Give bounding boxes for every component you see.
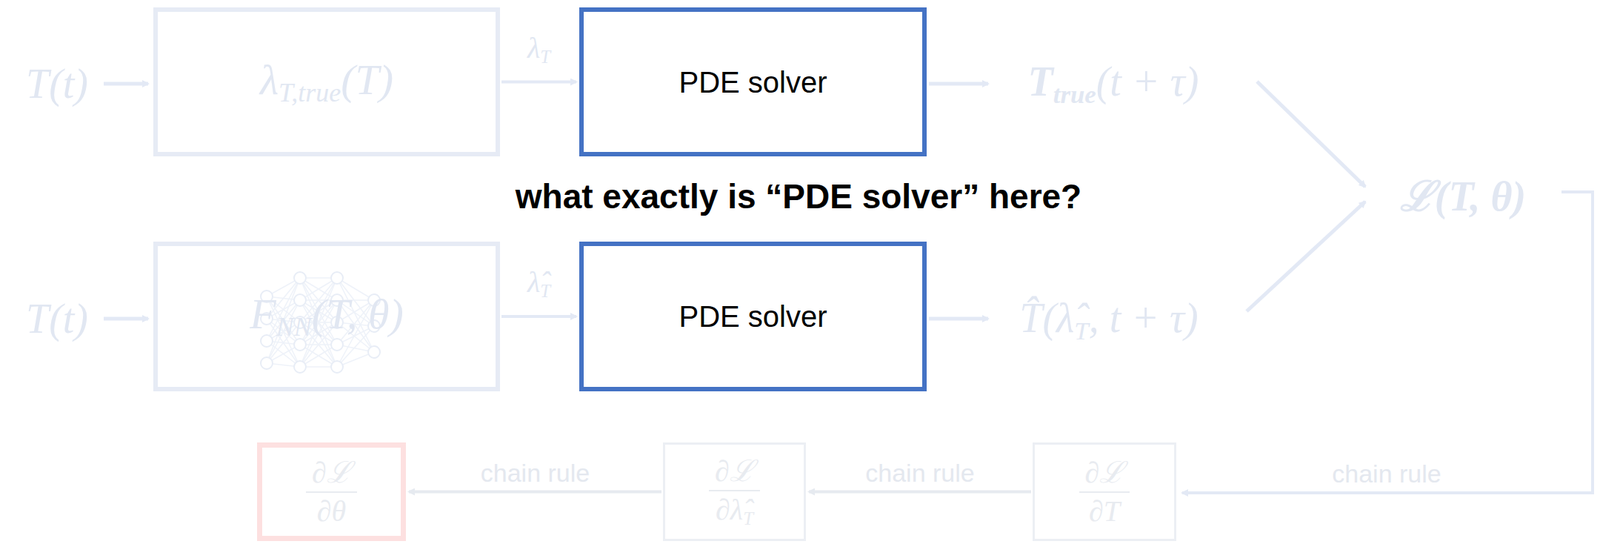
output-arrow: [928, 317, 989, 321]
solver-box: PDE solver: [579, 7, 927, 157]
math-label: Ttrue(t + τ): [1028, 57, 1200, 110]
loss-arrow: [1246, 201, 1366, 312]
fraction-denominator: ∂θ: [317, 492, 346, 529]
text-run: T: [540, 46, 551, 67]
math-label: T(t): [25, 60, 89, 108]
flow-arrow: [408, 490, 662, 494]
text-run: T: [1028, 58, 1054, 105]
text-run: (T, θ): [311, 289, 404, 338]
text-run: ∂θ: [317, 494, 346, 528]
edge-label: chain rule: [480, 458, 590, 488]
text-run: T(t): [25, 295, 89, 342]
fraction-numerator: ∂ℒ: [708, 454, 760, 492]
text-run: ∂ℒ: [1085, 455, 1125, 489]
node-text: PDE solver: [678, 299, 827, 334]
output-arrow: [928, 82, 989, 86]
math-label: ℒ(T, θ): [1400, 172, 1526, 220]
text-run: chain rule: [480, 458, 590, 487]
text-run: λ: [260, 55, 279, 104]
node-text: FNN(T, θ): [249, 289, 403, 343]
text-run: chain rule: [1331, 459, 1441, 488]
text-run: (t + τ): [1096, 58, 1200, 105]
flow-arrow: [501, 314, 577, 318]
text-run: ∂T: [1088, 494, 1120, 528]
text-run: (T): [340, 55, 394, 104]
network-box: FNN(T, θ): [153, 241, 500, 392]
fraction-denominator: ∂T: [1088, 492, 1120, 529]
input-arrow: [103, 82, 149, 86]
math-label: T(t): [25, 294, 89, 343]
text-run: true: [1053, 80, 1097, 109]
text-run: ∂λ̂: [715, 492, 743, 526]
text-run: chain rule: [865, 458, 975, 487]
text-run: T: [1074, 316, 1089, 346]
text-run: , t + τ): [1088, 294, 1199, 341]
edge-label: λ̂T: [527, 265, 551, 302]
text-run: ℒ(T, θ): [1400, 173, 1526, 220]
text-run: T,true: [278, 77, 341, 108]
solver-box: PDE solver: [579, 241, 927, 392]
text-run: PDE solver: [678, 65, 827, 99]
text-run: ∂ℒ: [311, 455, 352, 489]
fraction-numerator: ∂ℒ: [305, 455, 358, 493]
text-run: F: [249, 289, 276, 338]
gradient-box: ∂ℒ∂λ̂T: [662, 442, 806, 541]
text-run: PDE solver: [678, 300, 827, 333]
fraction-denominator: ∂λ̂T: [715, 491, 754, 529]
flow-arrow: [501, 80, 577, 84]
fraction-numerator: ∂ℒ: [1079, 455, 1131, 493]
question-title: what exactly is “PDE solver” here?: [515, 177, 1082, 217]
loss-arrow: [1257, 81, 1366, 187]
flow-arrow: [808, 490, 1032, 494]
text-run: ∂ℒ: [714, 454, 755, 488]
process-box: λT,true(T): [153, 7, 500, 157]
text-run: λ: [527, 31, 540, 65]
text-run: T: [540, 280, 551, 301]
input-arrow: [103, 317, 149, 321]
edge-caption: chain rule: [1331, 459, 1441, 489]
gradient-box: ∂ℒ ∂T: [1032, 442, 1177, 541]
edge-label: λT: [527, 31, 551, 68]
text-run: λ̂: [527, 265, 540, 299]
text-run: NN: [276, 311, 312, 342]
node-text: PDE solver: [678, 65, 827, 100]
node-text: λT,true(T): [260, 55, 394, 109]
edge-label: chain rule: [865, 458, 975, 488]
text-run: T(t): [25, 60, 89, 107]
gradient-box: ∂ℒ ∂θ: [257, 442, 406, 541]
text-run: what exactly is “PDE solver” here?: [515, 177, 1082, 216]
text-run: T̂(λ̂: [1019, 294, 1075, 341]
backprop-wire: [1182, 191, 1593, 493]
text-run: T: [742, 508, 754, 529]
math-label: T̂(λ̂T, t + τ): [1019, 294, 1198, 346]
